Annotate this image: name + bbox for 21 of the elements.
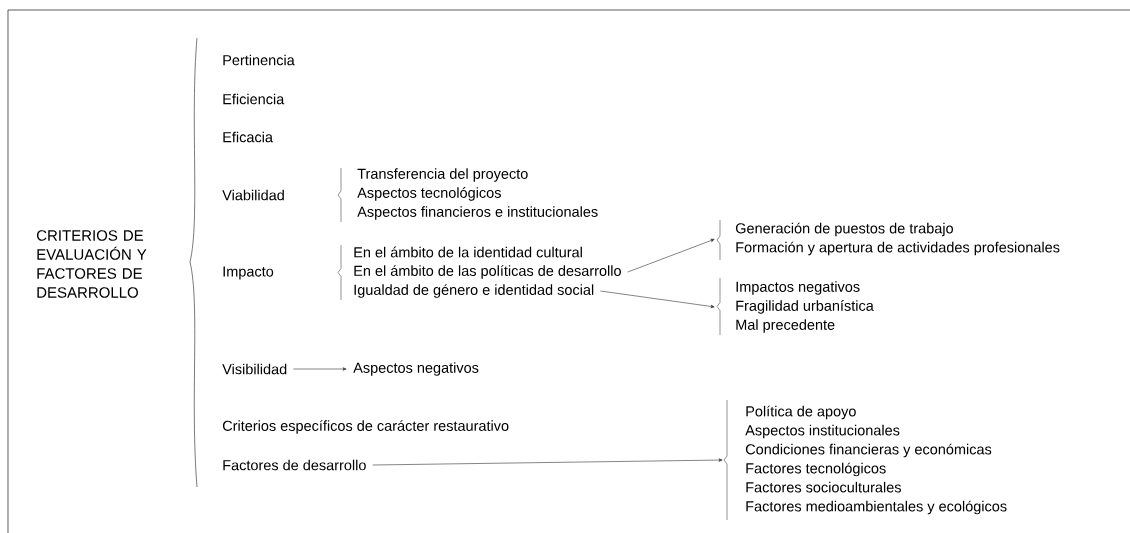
criterion-label: Factores de desarrollo xyxy=(223,459,366,471)
criterion-label: Pertinencia xyxy=(223,54,295,66)
title-text: CRITERIOS DE EVALUACIÓN Y FACTORES DE DESARROLLO xyxy=(36,230,147,298)
criterion-label: Eficiencia xyxy=(223,93,285,105)
arrow xyxy=(293,367,347,371)
item-list: Impactos negativos Fragilidad urbanística Mal precedente xyxy=(736,281,874,333)
arrow xyxy=(600,290,715,309)
arrow xyxy=(627,238,715,273)
criterion-label: Visibilidad xyxy=(222,363,287,375)
item-label: Igualdad de género e identidad social xyxy=(354,284,594,298)
item-list: Transferencia del proyecto Aspectos tecnológicos Aspectos financieros e institucionales xyxy=(357,168,598,220)
criterion-label: Impacto xyxy=(223,266,274,280)
arrow xyxy=(372,458,723,466)
item-label: En el ámbito de las políticas de desarrollo xyxy=(354,265,621,279)
item-list: Política de apoyo Aspectos institucionales Condiciones financieras y económicas Factores tecnológicos Factores socioculturales Factores medioambientales y ecológicos xyxy=(745,405,1007,515)
criterion-label: Viabilidad xyxy=(222,189,284,201)
item-list: Generación de puestos de trabajo Formación y apertura de actividades profesionales xyxy=(735,222,1060,256)
criterion-label: Eficacia xyxy=(223,131,273,143)
item-label: En el ámbito de la identidad cultural xyxy=(354,246,582,258)
criterion-label: Criterios específicos de carácter restaurativo xyxy=(222,420,509,434)
item-label: Aspectos negativos xyxy=(353,362,479,376)
